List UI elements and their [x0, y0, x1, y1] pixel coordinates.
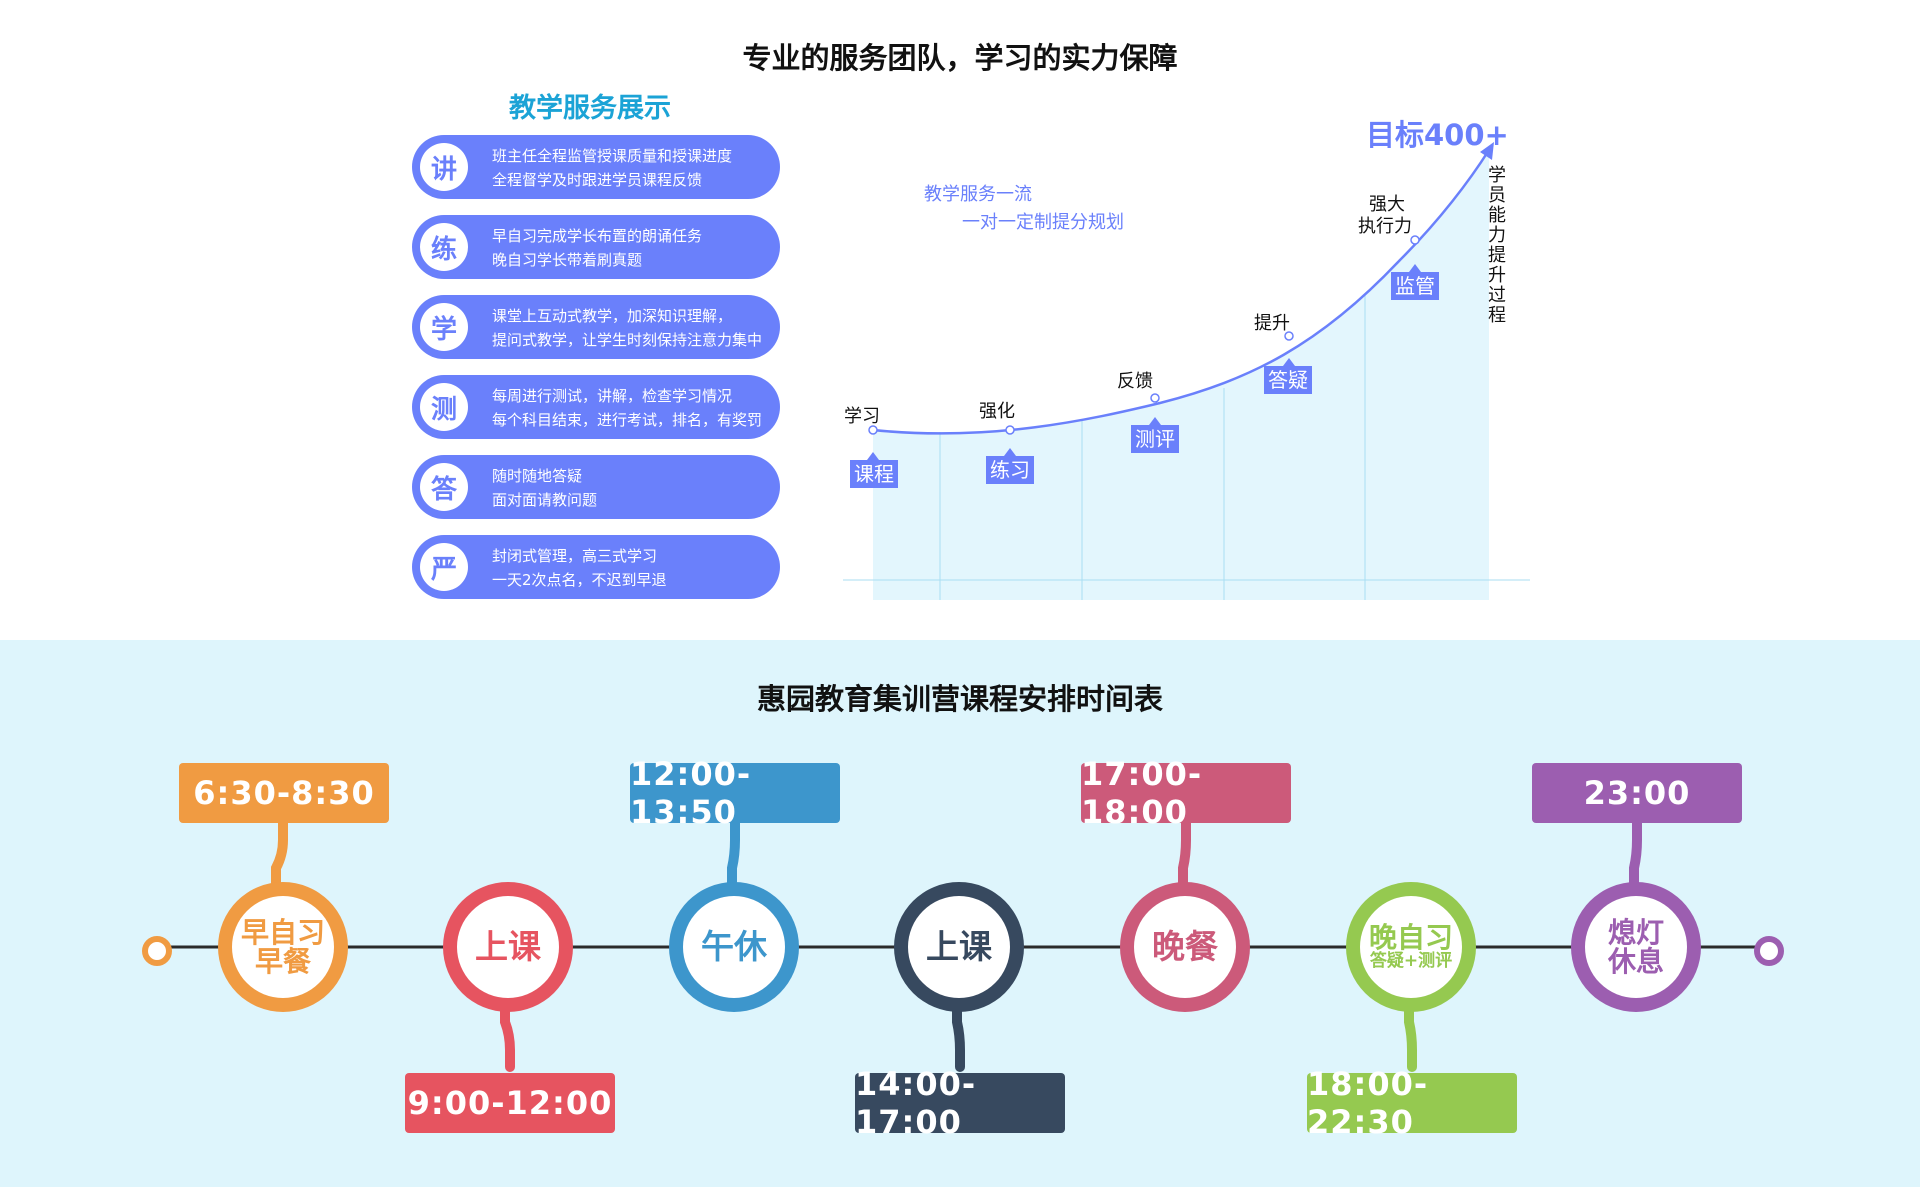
stage-tag: 答疑 — [1264, 366, 1312, 394]
connector — [952, 1003, 965, 1072]
service-badge: 练 — [420, 223, 468, 271]
goal-label: 目标400+ — [1366, 118, 1509, 152]
node-label: 熄灯 — [1607, 915, 1664, 949]
schedule-title: 惠园教育集训营课程安排时间表 — [756, 682, 1163, 716]
service-line: 每个科目结束，进行考试，排名，有奖罚 — [492, 411, 763, 429]
arrow-head-icon — [1480, 142, 1494, 160]
service-line: 随时随地答疑 — [492, 467, 583, 485]
schedule-node-evening-study: 晚自习 答疑+测评 — [1346, 882, 1476, 1012]
curve-point — [1284, 331, 1294, 341]
service-line: 每周进行测试，讲解，检查学习情况 — [492, 387, 733, 405]
connector — [500, 1003, 515, 1072]
stage-tag: 练习 — [986, 456, 1034, 484]
schedule-node-class-pm: 上课 — [894, 882, 1024, 1012]
time-box: 6:30-8:30 — [179, 763, 389, 823]
stage-tag: 监管 — [1391, 272, 1439, 300]
service-line: 全程督学及时跟进学员课程反馈 — [492, 171, 703, 189]
schedule-node-breakfast: 早自习 早餐 — [218, 882, 348, 1012]
service-item-lian: 练 早自习完成学长布置的朗诵任务 晚自习学长带着刷真题 — [412, 215, 780, 279]
service-line: 封闭式管理，高三式学习 — [492, 547, 658, 565]
time-box: 23:00 — [1532, 763, 1742, 823]
stage-tag: 课程 — [850, 460, 898, 488]
service-item-jiang: 讲 班主任全程监管授课质量和授课进度 全程督学及时跟进学员课程反馈 — [412, 135, 780, 199]
node-label: 上课 — [926, 926, 992, 966]
schedule-node-class-am: 上课 — [443, 882, 573, 1012]
service-item-yan: 严 封闭式管理，高三式学习 一天2次点名，不迟到早退 — [412, 535, 780, 599]
node-label: 上课 — [475, 926, 541, 966]
service-line: 早自习完成学长布置的朗诵任务 — [492, 227, 703, 245]
tag-pointer-icon — [1004, 448, 1016, 456]
node-sublabel: 答疑+测评 — [1369, 950, 1453, 971]
tag-pointer-icon — [1149, 417, 1161, 425]
curve-point — [1150, 393, 1160, 403]
service-line: 提问式教学，让学生时刻保持注意力集中 — [492, 331, 763, 349]
time-box: 9:00-12:00 — [405, 1073, 615, 1133]
growth-curve — [872, 149, 1491, 435]
service-item-da: 答 随时随地答疑 面对面请教问题 — [412, 455, 780, 519]
node-label: 早餐 — [254, 945, 311, 978]
tag-pointer-icon — [1283, 358, 1295, 366]
page-title: 专业的服务团队，学习的实力保障 — [742, 41, 1178, 75]
service-badge: 讲 — [420, 143, 468, 191]
service-badge: 测 — [420, 383, 468, 431]
stage-label: 学习 — [844, 406, 880, 427]
connector — [727, 818, 740, 891]
tag-pointer-icon — [1409, 264, 1421, 272]
time-box: 17:00-18:00 — [1081, 755, 1291, 831]
chart-area — [873, 150, 1489, 600]
progress-vertical-label: 学员能力提升过程 — [1488, 165, 1506, 326]
node-label: 午休 — [701, 926, 767, 966]
curve-point — [868, 425, 878, 435]
tag-pointer-icon — [867, 452, 879, 460]
time-box: 12:00-13:50 — [630, 755, 840, 831]
growth-chart — [843, 142, 1530, 600]
time-box: 18:00-22:30 — [1307, 1065, 1517, 1141]
node-label: 休息 — [1607, 945, 1664, 978]
service-badge: 答 — [420, 463, 468, 511]
node-label: 早自习 — [240, 915, 325, 949]
stage-label: 提升 — [1254, 313, 1290, 334]
service-line: 课堂上互动式教学，加深知识理解， — [492, 307, 733, 325]
service-line: 晚自习学长带着刷真题 — [492, 251, 643, 269]
node-label: 晚餐 — [1152, 926, 1218, 966]
chart-note: 一对一定制提分规划 — [962, 212, 1124, 233]
stage-label: 强大 — [1369, 194, 1405, 215]
timeline-end-dot — [1754, 936, 1784, 966]
service-line: 一天2次点名，不迟到早退 — [492, 571, 667, 589]
stage-label: 反馈 — [1117, 371, 1153, 392]
service-badge: 严 — [420, 543, 468, 591]
service-heading: 教学服务展示 — [509, 93, 671, 124]
service-item-ce: 测 每周进行测试，讲解，检查学习情况 每个科目结束，进行考试，排名，有奖罚 — [412, 375, 780, 439]
stage-tag: 测评 — [1131, 425, 1179, 453]
time-box: 14:00-17:00 — [855, 1065, 1065, 1141]
connector — [1629, 818, 1642, 891]
service-badge: 学 — [420, 303, 468, 351]
schedule-node-lights-out: 熄灯 休息 — [1571, 882, 1701, 1012]
schedule-node-dinner: 晚餐 — [1120, 882, 1250, 1012]
schedule-node-nap: 午休 — [669, 882, 799, 1012]
service-item-xue: 学 课堂上互动式教学，加深知识理解， 提问式教学，让学生时刻保持注意力集中 — [412, 295, 780, 359]
connector — [1404, 1003, 1417, 1072]
stage-label: 强化 — [979, 401, 1015, 422]
service-line: 班主任全程监管授课质量和授课进度 — [492, 147, 733, 165]
connector — [271, 818, 288, 891]
stage-label: 执行力 — [1358, 216, 1412, 237]
service-line: 面对面请教问题 — [492, 491, 598, 509]
connector — [1178, 818, 1191, 891]
curve-point — [1005, 425, 1015, 435]
timeline-start-dot — [142, 936, 172, 966]
node-label: 晚自习 — [1368, 921, 1453, 955]
chart-note: 教学服务一流 — [924, 184, 1032, 205]
curve-point — [1410, 235, 1420, 245]
